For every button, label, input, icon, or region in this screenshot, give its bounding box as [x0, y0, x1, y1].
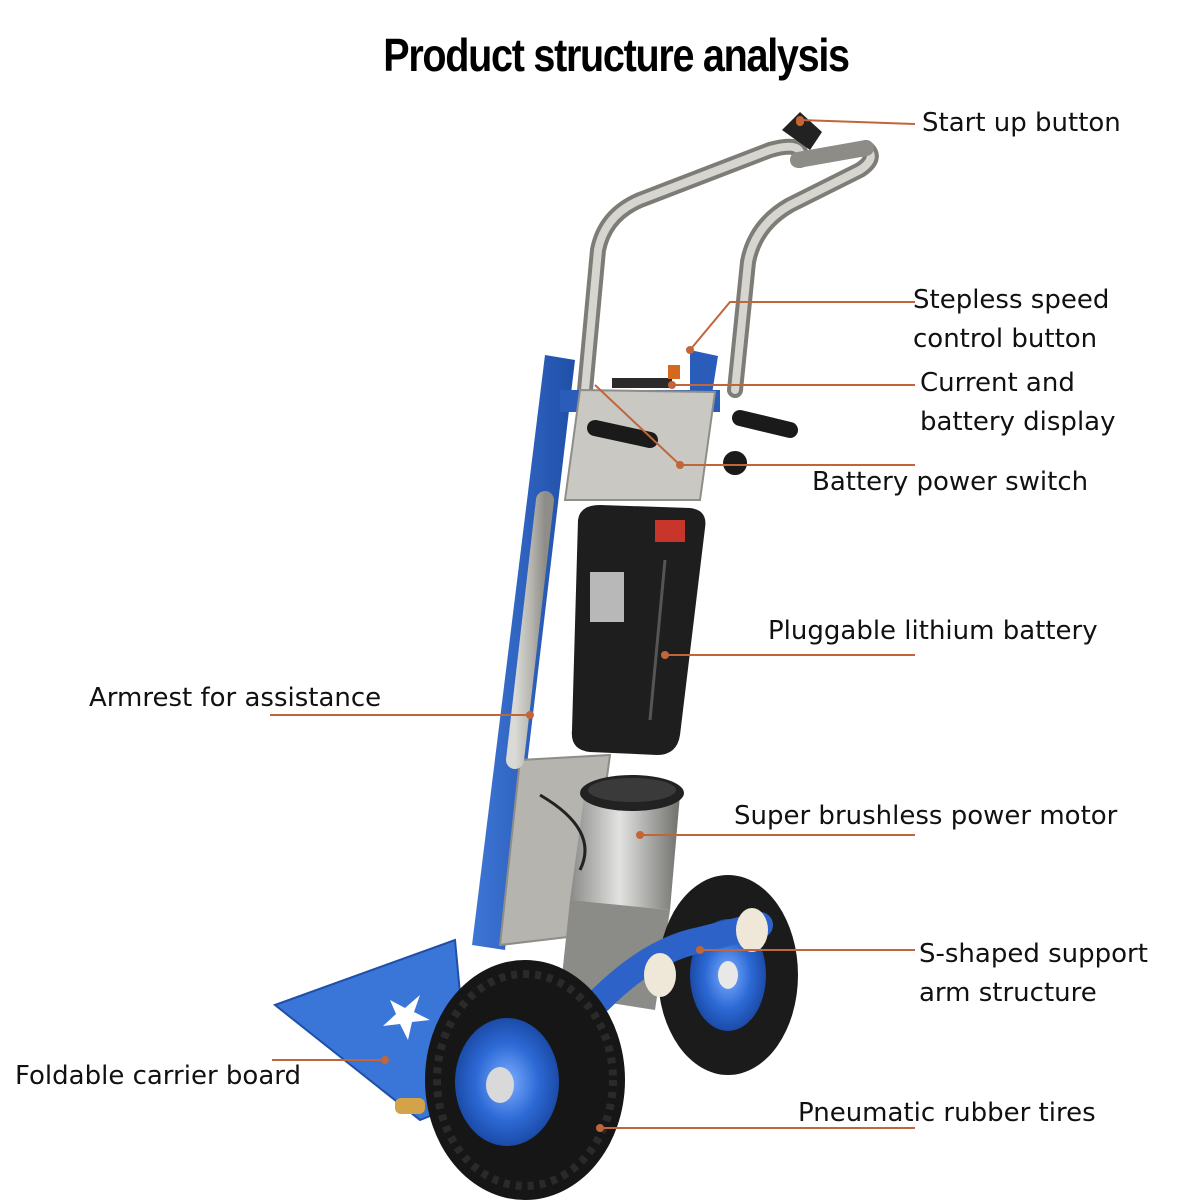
callout-super-brushless-power-motor: Super brushless power motor: [734, 797, 1117, 836]
callout-current-battery-display: Current and battery display: [920, 364, 1115, 442]
callout-text: Armrest for assistance: [89, 683, 382, 713]
callout-stepless-speed-control-button: Stepless speed control button: [913, 281, 1109, 359]
callout-text: arm structure: [919, 978, 1097, 1008]
callout-text: battery display: [920, 407, 1116, 437]
callout-pneumatic-rubber-tires: Pneumatic rubber tires: [798, 1094, 1096, 1133]
callout-s-shaped-support-arm: S-shaped support arm structure: [919, 935, 1148, 1013]
callout-start-up-button: Start up button: [922, 104, 1121, 143]
front-wheel: [425, 960, 625, 1200]
callout-text: control button: [913, 324, 1098, 354]
side-grips: [587, 410, 798, 448]
brushless-motor: [539, 775, 684, 1010]
callout-pluggable-lithium-battery: Pluggable lithium battery: [768, 612, 1098, 651]
callout-text: Current and: [920, 368, 1075, 398]
leader-line-stepless-speed: [689, 301, 915, 351]
callout-text: Stepless speed: [913, 285, 1110, 315]
callout-battery-power-switch: Battery power switch: [812, 463, 1088, 502]
callout-text: S-shaped support: [919, 939, 1148, 969]
callout-text: Pluggable lithium battery: [768, 616, 1098, 646]
callout-foldable-carrier-board: Foldable carrier board: [15, 1057, 301, 1096]
current-battery-display-shape: [612, 378, 672, 388]
callout-text: Battery power switch: [812, 467, 1089, 497]
lithium-battery-pack: [571, 505, 706, 755]
armrest-tube: [506, 491, 554, 769]
handle: [577, 112, 879, 398]
start-up-button-shape: [782, 112, 822, 150]
callout-armrest-for-assistance: Armrest for assistance: [89, 679, 381, 718]
leader-line-start-up-button: [799, 119, 916, 125]
s-shaped-support-arm-shape: [587, 908, 773, 1013]
callout-text: Pneumatic rubber tires: [798, 1098, 1096, 1128]
callout-text: Super brushless power motor: [734, 801, 1118, 831]
diagram-title: Product structure analysis: [383, 29, 850, 81]
leader-line-battery-switch: [594, 384, 915, 466]
callout-text: Foldable carrier board: [15, 1061, 301, 1091]
callout-text: Start up button: [922, 108, 1121, 138]
